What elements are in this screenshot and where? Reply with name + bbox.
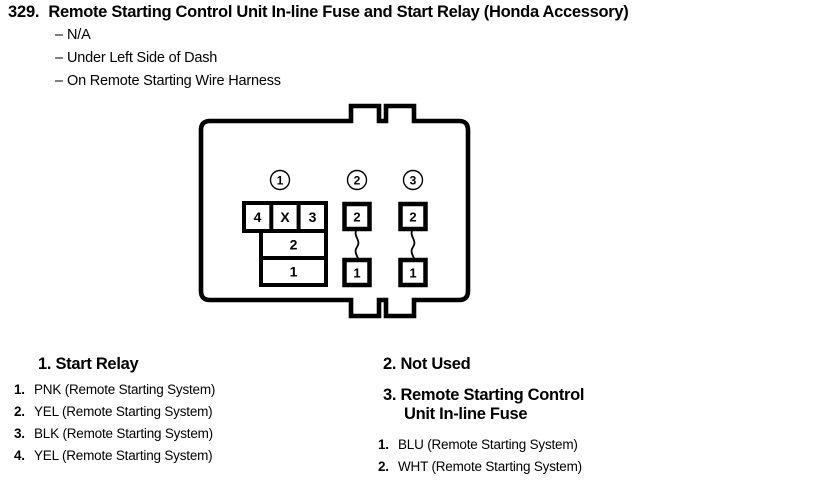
legend-start-relay: 1. Start Relay 1. PNK (Remote Starting S… — [0, 355, 380, 467]
location-bullet-1-text: N/A — [67, 27, 91, 43]
svg-text:2: 2 — [409, 210, 416, 225]
list-item-number: 4. — [14, 448, 25, 463]
legend-list-inline-fuse: 1. BLU (Remote Starting System) 2. WHT (… — [370, 434, 816, 478]
svg-text:2: 2 — [354, 174, 361, 188]
svg-text:1: 1 — [277, 174, 284, 188]
svg-text:1: 1 — [409, 266, 416, 281]
list-item-number: 2. — [378, 459, 389, 474]
svg-text:1: 1 — [353, 266, 360, 281]
legend-heading-inline-fuse-line2: Unit In-line Fuse — [404, 405, 528, 423]
page-title-number: 329. — [8, 3, 40, 21]
list-item: 2. WHT (Remote Starting System) — [370, 456, 816, 478]
location-bullet-2: –Under Left Side of Dash — [55, 50, 217, 66]
list-item: 3. BLK (Remote Starting System) — [0, 423, 380, 445]
fuse-2-symbol: 2 1 — [342, 201, 372, 288]
location-bullet-3-text: On Remote Starting Wire Harness — [67, 73, 281, 89]
location-bullet-3: –On Remote Starting Wire Harness — [55, 73, 281, 89]
list-item-number: 1. — [14, 382, 25, 397]
connector-diagram: 1 2 3 4 X 3 2 1 2 — [180, 100, 510, 345]
list-item: 4. YEL (Remote Starting System) — [0, 445, 380, 467]
svg-text:3: 3 — [309, 209, 317, 225]
svg-text:3: 3 — [410, 174, 417, 188]
list-item-number: 3. — [14, 426, 25, 441]
callout-1: 1 — [269, 169, 291, 191]
page-title-text: Remote Starting Control Unit In-line Fus… — [48, 3, 629, 21]
list-item-text: YEL (Remote Starting System) — [34, 404, 213, 419]
list-item-text: PNK (Remote Starting System) — [34, 382, 216, 397]
bullet-dash-icon: – — [55, 27, 63, 43]
legend-heading-inline-fuse-line1: 3. Remote Starting Control — [383, 386, 585, 404]
list-item: 1. BLU (Remote Starting System) — [370, 434, 816, 456]
page-title: 329. Remote Starting Control Unit In-line… — [8, 3, 629, 22]
svg-text:2: 2 — [353, 210, 360, 225]
list-item-text: YEL (Remote Starting System) — [34, 448, 213, 463]
connector-housing-outline — [198, 103, 471, 319]
fuse-3-symbol: 2 1 — [398, 201, 428, 288]
legend-list-start-relay: 1. PNK (Remote Starting System) 2. YEL (… — [0, 379, 380, 467]
list-item-text: WHT (Remote Starting System) — [398, 459, 582, 474]
svg-text:2: 2 — [290, 237, 298, 253]
location-bullet-2-text: Under Left Side of Dash — [67, 50, 218, 66]
list-item-number: 2. — [14, 404, 25, 419]
svg-text:4: 4 — [254, 209, 262, 225]
legend-fuse: 2. Not Used 3. Remote Starting Control U… — [370, 355, 816, 478]
svg-text:1: 1 — [290, 264, 298, 280]
list-item: 2. YEL (Remote Starting System) — [0, 401, 380, 423]
location-bullet-1: –N/A — [55, 27, 91, 43]
svg-text:X: X — [280, 209, 290, 225]
list-item-text: BLK (Remote Starting System) — [34, 426, 213, 441]
start-relay-terminal-block: 4 X 3 2 1 — [242, 201, 328, 287]
list-item-number: 1. — [378, 437, 389, 452]
bullet-dash-icon: – — [55, 50, 63, 66]
list-item: 1. PNK (Remote Starting System) — [0, 379, 380, 401]
list-item-text: BLU (Remote Starting System) — [398, 437, 578, 452]
legend-heading-start-relay: 1. Start Relay — [38, 355, 139, 373]
callout-3: 3 — [402, 169, 424, 191]
callout-2: 2 — [346, 169, 368, 191]
legend-heading-not-used: 2. Not Used — [383, 355, 471, 373]
bullet-dash-icon: – — [55, 73, 63, 89]
